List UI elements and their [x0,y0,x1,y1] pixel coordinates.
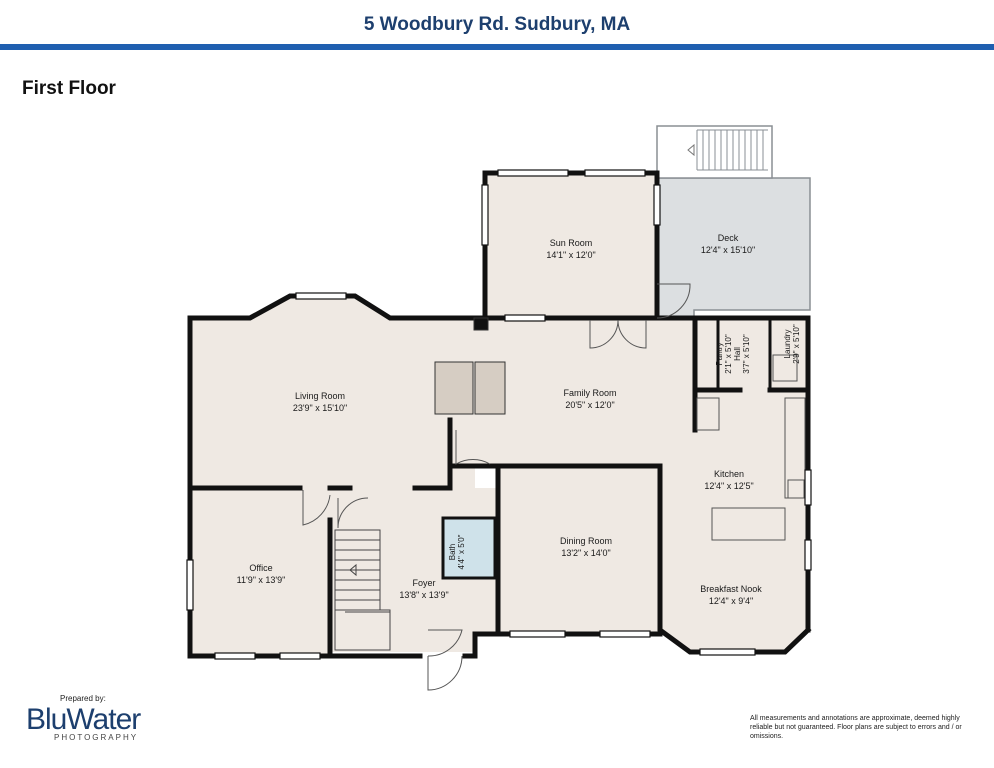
kitchen-label: Kitchen [714,469,744,479]
pantry-label: Pantry [715,342,724,365]
disclaimer-text: All measurements and annotations are app… [750,715,962,740]
sun-room-label: Sun Room [550,238,593,248]
breakfast-nook-label: Breakfast Nook [700,584,762,594]
title-accent-bar [0,44,994,50]
fireplace [434,317,506,415]
deck-label: Deck [718,233,739,243]
prepared-by-label: Prepared by: [60,694,106,703]
breakfast-nook-dims: 12'4" x 9'4" [709,596,753,606]
pantry-dims: 2'1" x 5'10" [724,334,733,374]
floor-label: First Floor [22,78,116,99]
door-swings [302,283,691,691]
dining-room-label: Dining Room [560,536,612,546]
family-room-label: Family Room [563,388,616,398]
interior-stairs [334,529,391,651]
family-room-dims: 20'5" x 12'0" [565,400,614,410]
kitchen-dims: 12'4" x 12'5" [704,481,753,491]
brand-logo: Prepared by: BluWater PHOTOGRAPHY [26,694,141,742]
laundry-dims: 2'9" x 5'10" [792,324,801,364]
office-label: Office [249,563,272,573]
hall-dims: 3'7" x 5'10" [742,334,751,374]
deck-dims: 12'4" x 15'10" [701,245,755,255]
kitchen-counters [696,354,806,541]
dining-room-dims: 13'2" x 14'0" [561,548,610,558]
brand-name: BluWater [26,703,141,736]
plan-title: 5 Woodbury Rd. Sudbury, MA [363,14,631,35]
bath-label: Bath [448,544,457,560]
foyer-dims: 13'8" x 13'9" [399,590,448,600]
bath-dims: 4'4" x 5'0" [457,534,466,569]
sun-room-dims: 14'1" x 12'0" [546,250,595,260]
laundry-label: Laundry [783,330,792,359]
windows [186,169,812,660]
hall-label: Hall [733,347,742,361]
foyer-label: Foyer [412,578,435,588]
office-dims: 11'9" x 13'9" [237,575,286,585]
brand-subtitle: PHOTOGRAPHY [54,733,139,742]
living-room-dims: 23'9" x 15'10" [293,403,347,413]
living-room-label: Living Room [295,391,345,401]
deck-area [656,125,811,319]
bath-fill [443,518,495,578]
